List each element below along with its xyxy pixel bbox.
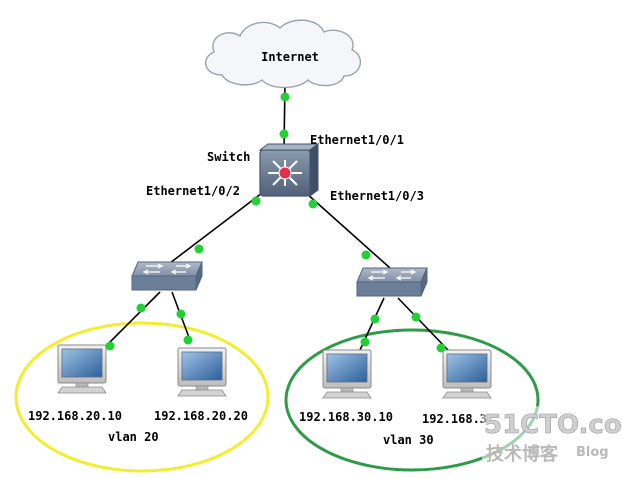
core-switch [258,143,320,197]
watermark-cn: 技术博客 [486,443,559,465]
access-switch-right [356,267,428,297]
vlan-label: vlan 20 [108,430,159,444]
connector-dot [361,250,371,260]
link-leftsw-pc1 [101,291,161,351]
connector-dot [136,303,146,313]
host-ip-label: 192.168.3 [422,412,487,426]
internet-cloud: Internet [204,19,362,89]
link-switch-left [169,192,263,264]
connector-dot [279,129,289,139]
pc-vlan30-2 [442,349,492,399]
watermark-brand: 51CTO.com [484,410,622,440]
port-label-2: Ethernet1/0/2 [146,184,240,198]
host-ip-label: 192.168.20.20 [154,409,248,423]
access-switch-left [131,261,203,291]
links [101,81,449,351]
connector-dot [194,244,204,254]
connector-dot [370,314,380,324]
link-internet-switch [283,81,286,151]
port-label-3: Ethernet1/0/3 [330,189,424,203]
pc-vlan20-2 [177,347,227,397]
connector-dot [280,92,290,102]
pc-vlan30-1 [322,349,372,399]
port-label-1: Ethernet1/0/1 [310,133,404,147]
connector-dot [308,199,318,209]
switch-label: Switch [207,150,250,164]
connector-dot [360,337,370,347]
internet-label: Internet [261,50,319,64]
connector-dot [105,341,115,351]
connector-dot [251,196,261,206]
connector-dot [183,335,193,345]
watermark-blog: Blog [576,445,609,460]
host-ip-label: 192.168.30.10 [299,410,393,424]
watermark-51cto: 51CTO.com 技术博客 Blog [482,406,622,468]
connector-dot [176,309,186,319]
connector-dots [105,92,446,353]
connector-dot [411,312,421,322]
host-ip-label: 192.168.20.10 [28,409,122,423]
link-switch-right [305,192,391,269]
vlan-label: vlan 30 [383,433,434,447]
vlan-30-zone [284,328,540,472]
vlan-20-zone [14,321,270,473]
pc-vlan20-1 [57,344,107,394]
connector-dot [436,343,446,353]
link-rightsw-pc4 [397,297,449,351]
